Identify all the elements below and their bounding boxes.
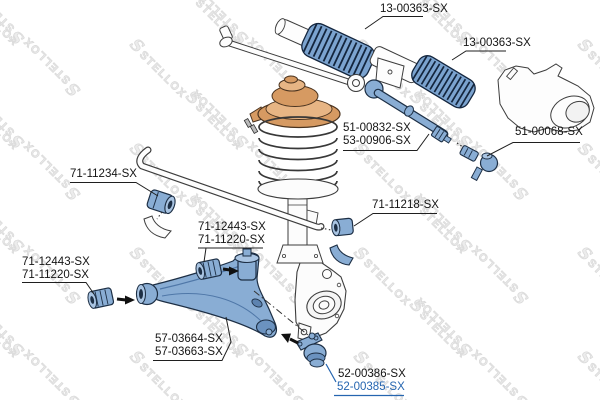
- ball-joint: [295, 332, 327, 368]
- steering-gear-housing: [497, 63, 595, 133]
- control-arm-bushing-rear: [234, 248, 260, 281]
- coil-spring: [258, 116, 338, 193]
- rack-center-housing: [346, 46, 422, 93]
- stabilizer-bushing-right: [331, 217, 354, 237]
- part-label-arm-bushing-center-b: 71-11220-SX: [198, 234, 265, 246]
- assembly-arrow: [281, 333, 299, 345]
- stabilizer-bushing-left: [146, 189, 176, 215]
- assembly-arrow: [222, 266, 239, 276]
- part-label-control-arm-b: 57-03663-SX: [155, 346, 223, 358]
- part-label-ball-joint-kit: 52-00386-SX: [338, 368, 406, 380]
- part-label-arm-bushing-center-a: 71-12443-SX: [198, 221, 266, 233]
- part-label-inner-tie-rod-a: 51-00832-SX: [343, 122, 411, 134]
- selected-leader-line: [325, 363, 404, 397]
- loose-bushing-center: [195, 258, 223, 280]
- stabilizer-bracket-right: [329, 244, 354, 266]
- part-label-stab-bushing-left: 71-11234-SX: [70, 168, 137, 180]
- assembly-dotted-line: [320, 227, 332, 231]
- assembly-dashdot-line: [253, 290, 309, 336]
- steering-boot-left: [301, 22, 376, 80]
- strut-clamp: [276, 244, 324, 264]
- part-label-arm-bushing-left-a: 71-12443-SX: [22, 256, 90, 268]
- part-label-boot-left: 13-00363-SX: [380, 3, 448, 15]
- tie-rod-end: [459, 145, 499, 182]
- control-arm-bushing-front: [135, 282, 159, 306]
- outer-tie-rod-left: [219, 25, 356, 87]
- part-label-control-arm-a: 57-03664-SX: [155, 333, 223, 345]
- assembly-arrow: [116, 295, 135, 305]
- leader-lines: [22, 16, 580, 361]
- loose-bushing-left: [87, 287, 115, 309]
- part-label-tie-rod-end: 51-00068-SX: [515, 126, 583, 138]
- part-label-ball-joint-selected[interactable]: 52-00385-SX: [337, 381, 405, 393]
- part-label-inner-tie-rod-b: 53-00906-SX: [343, 135, 411, 147]
- strut-top-mount: [243, 75, 341, 135]
- part-label-arm-bushing-left-b: 71-11220-SX: [22, 269, 89, 281]
- inner-tie-rod: [364, 79, 452, 144]
- stabilizer-bar: [136, 146, 325, 231]
- part-label-stab-bushing-right: 71-11218-SX: [372, 199, 439, 211]
- assembly-dotted-line: [156, 211, 163, 220]
- steering-knuckle: [294, 262, 347, 342]
- stabilizer-bracket-left: [143, 215, 172, 239]
- part-label-boot-right: 13-00363-SX: [463, 37, 531, 49]
- steering-boot-right: [411, 55, 476, 109]
